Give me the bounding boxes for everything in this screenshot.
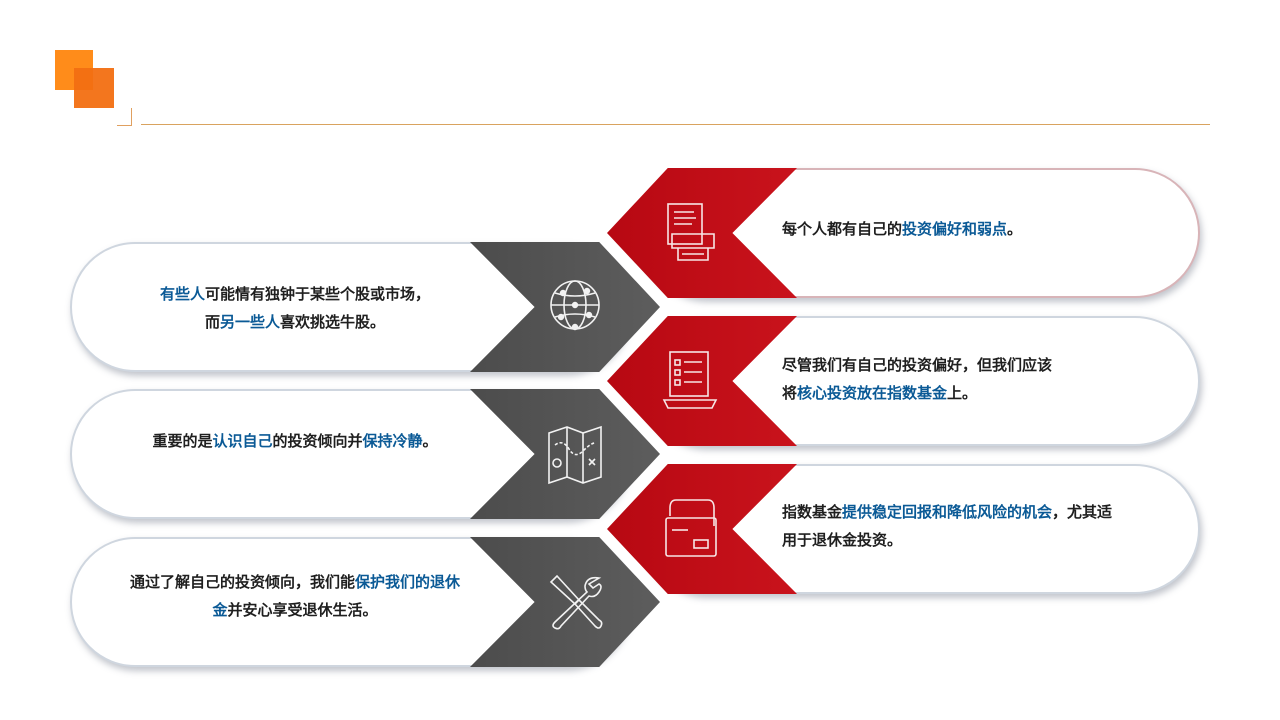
- card-2-text: 重要的是认识自己的投资倾向并保持冷静。: [95, 427, 495, 455]
- logo-squares: [55, 50, 117, 110]
- map-icon: [543, 423, 607, 487]
- card-5-line-2-seg-2: 核心投资放在指数基金: [797, 384, 948, 402]
- card-4-line-1-seg-3: 。: [1007, 220, 1023, 238]
- card-5-line-1: 尽管我们有自己的投资偏好，但我们应该: [782, 351, 1182, 379]
- card-6-line-2-seg-1: 用于退休金投资。: [782, 531, 903, 549]
- card-5-line-2-seg-1: 将: [782, 384, 798, 402]
- card-3-line-2-seg-2: 并安心享受退休生活。: [227, 601, 378, 619]
- card-2-line-1-seg-1: 重要的是: [152, 432, 213, 450]
- card-4-line-1-seg-1: 每个人都有自己的: [782, 220, 903, 238]
- document-printer-icon: [658, 200, 722, 264]
- card-5-line-2: 将核心投资放在指数基金上。: [782, 379, 1182, 407]
- card-1-line-1: 有些人可能情有独钟于某些个股或市场，: [95, 280, 495, 308]
- card-6-line-1-seg-3: ，尤其适: [1052, 503, 1113, 521]
- card-4-line-1-seg-2: 投资偏好和弱点: [902, 220, 1008, 238]
- card-3-line-1-seg-2: 保护我们的退休: [355, 573, 461, 591]
- card-5-line-2-seg-3: 上。: [947, 384, 978, 402]
- card-1-line-2-seg-1: 而: [204, 313, 220, 331]
- card-3-text: 通过了解自己的投资倾向，我们能保护我们的退休 金并安心享受退休生活。: [95, 568, 495, 624]
- card-2-line-1: 重要的是认识自己的投资倾向并保持冷静。: [95, 427, 495, 455]
- card-1-text: 有些人可能情有独钟于某些个股或市场， 而另一些人喜欢挑选牛股。: [95, 280, 495, 336]
- card-1-line-2-seg-3: 喜欢挑选牛股。: [280, 313, 386, 331]
- card-5-text: 尽管我们有自己的投资偏好，但我们应该 将核心投资放在指数基金上。: [782, 351, 1182, 407]
- card-3-line-2: 金并安心享受退休生活。: [95, 596, 495, 624]
- card-6-line-2: 用于退休金投资。: [782, 526, 1182, 554]
- folder-document-icon: [658, 496, 722, 560]
- card-4-line-1: 每个人都有自己的投资偏好和弱点。: [782, 215, 1182, 243]
- card-2-line-1-seg-5: 。: [422, 432, 438, 450]
- card-2-line-1-seg-3: 的投资倾向并: [272, 432, 363, 450]
- card-5-line-1-seg-1: 尽管我们有自己的投资偏好，但我们应该: [782, 356, 1053, 374]
- corner-bracket: [117, 108, 132, 126]
- card-2-line-1-seg-2: 认识自己: [212, 432, 273, 450]
- card-3-line-1: 通过了解自己的投资倾向，我们能保护我们的退休: [95, 568, 495, 596]
- card-6-text: 指数基金提供稳定回报和降低风险的机会，尤其适 用于退休金投资。: [782, 498, 1182, 554]
- checklist-laptop-icon: [658, 348, 722, 412]
- card-1-line-2: 而另一些人喜欢挑选牛股。: [95, 308, 495, 336]
- card-2-line-1-seg-4: 保持冷静: [362, 432, 423, 450]
- card-1-line-1-seg-1: 有些人: [159, 285, 205, 303]
- card-6-line-1-seg-2: 提供稳定回报和降低风险的机会: [842, 503, 1053, 521]
- card-3-line-2-seg-1: 金: [212, 601, 228, 619]
- globe-network-icon: [543, 275, 607, 339]
- card-4-text: 每个人都有自己的投资偏好和弱点。: [782, 215, 1182, 243]
- card-6-line-1: 指数基金提供稳定回报和降低风险的机会，尤其适: [782, 498, 1182, 526]
- card-3-line-1-seg-1: 通过了解自己的投资倾向，我们能: [129, 573, 355, 591]
- card-6-line-1-seg-1: 指数基金: [782, 503, 843, 521]
- card-1-line-1-seg-2: 可能情有独钟于某些个股或市场，: [205, 285, 431, 303]
- title-rule: [141, 124, 1210, 125]
- tools-icon: [543, 570, 607, 634]
- card-1-line-2-seg-2: 另一些人: [219, 313, 280, 331]
- logo-square-front: [74, 68, 114, 108]
